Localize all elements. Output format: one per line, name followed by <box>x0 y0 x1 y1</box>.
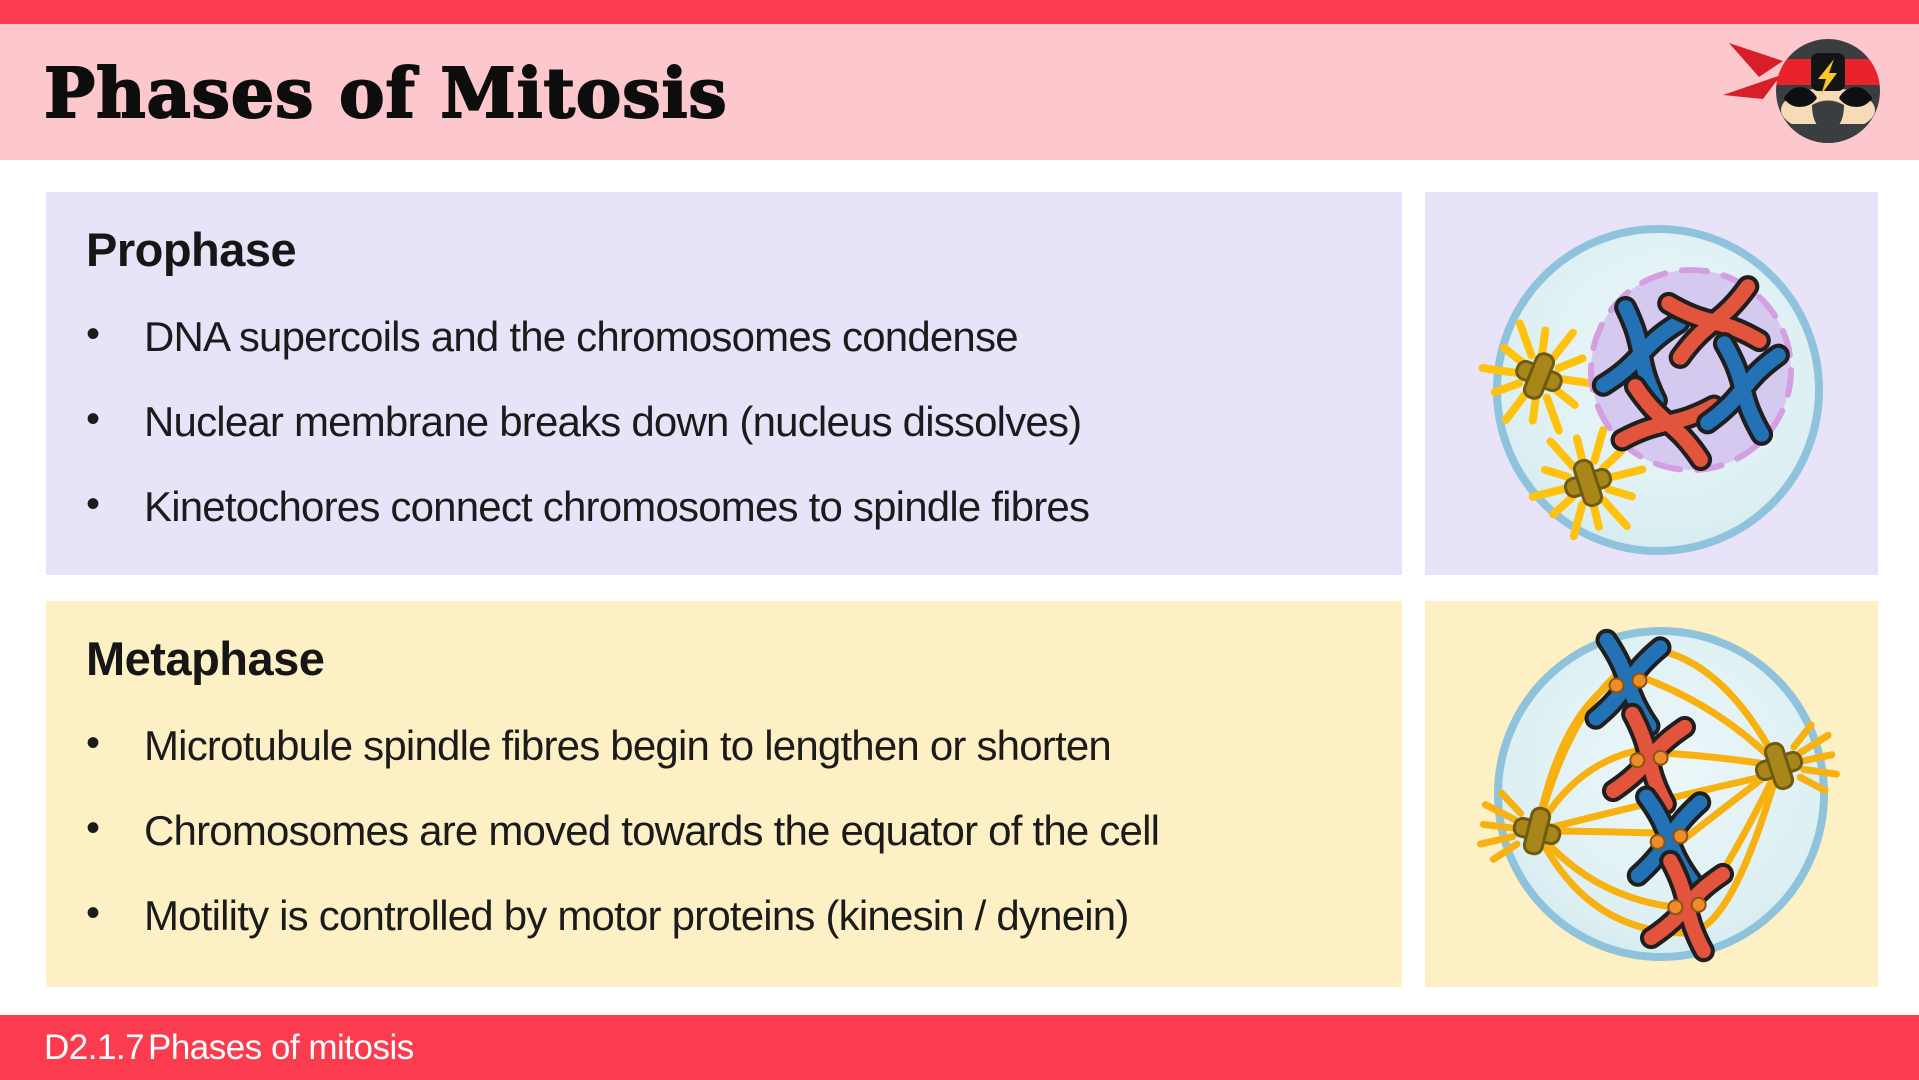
ninja-icon <box>1721 31 1893 153</box>
slide-body: Prophase DNA supercoils and the chromoso… <box>0 160 1919 987</box>
metaphase-card: Metaphase Microtubule spindle fibres beg… <box>46 601 1402 987</box>
bullet-item: Chromosomes are moved towards the equato… <box>86 804 1372 855</box>
metaphase-bullet-list: Microtubule spindle fibres begin to leng… <box>86 719 1372 940</box>
section-title-prophase: Prophase <box>86 223 297 276</box>
metaphase-section: Metaphase Microtubule spindle fibres beg… <box>46 601 1878 987</box>
prophase-bullet-list: DNA supercoils and the chromosomes conde… <box>86 310 1372 531</box>
top-accent-bar <box>0 0 1919 24</box>
prophase-card: Prophase DNA supercoils and the chromoso… <box>46 192 1402 575</box>
footer-title: Phases of mitosis <box>148 1027 414 1067</box>
section-title-metaphase: Metaphase <box>86 632 325 685</box>
chromosome-blue <box>1596 640 1660 726</box>
chromosome-red <box>1651 861 1723 951</box>
footer-bar: D2.1.7 Phases of mitosis <box>0 1015 1919 1080</box>
chromosome-red <box>1613 714 1685 804</box>
bullet-item: Nuclear membrane breaks down (nucleus di… <box>86 395 1372 446</box>
slide-code: D2.1.7 <box>44 1027 145 1067</box>
slide-header: Phases of Mitosis <box>0 24 1919 160</box>
left-eye <box>1784 87 1817 107</box>
prophase-section: Prophase DNA supercoils and the chromoso… <box>46 192 1878 575</box>
prophase-cell-diagram <box>1425 192 1878 575</box>
bullet-item: Motility is controlled by motor proteins… <box>86 889 1372 940</box>
bullet-item: Microtubule spindle fibres begin to leng… <box>86 719 1372 770</box>
bandana-tails <box>1723 43 1783 99</box>
right-eye <box>1839 87 1872 107</box>
lightning-bolt-icon <box>1818 59 1837 95</box>
bullet-item: DNA supercoils and the chromosomes conde… <box>86 310 1372 361</box>
page-title: Phases of Mitosis <box>43 54 728 134</box>
bullet-item: Kinetochores connect chromosomes to spin… <box>86 480 1372 531</box>
chromosome-blue <box>1638 797 1700 881</box>
metaphase-cell-diagram <box>1425 601 1878 987</box>
